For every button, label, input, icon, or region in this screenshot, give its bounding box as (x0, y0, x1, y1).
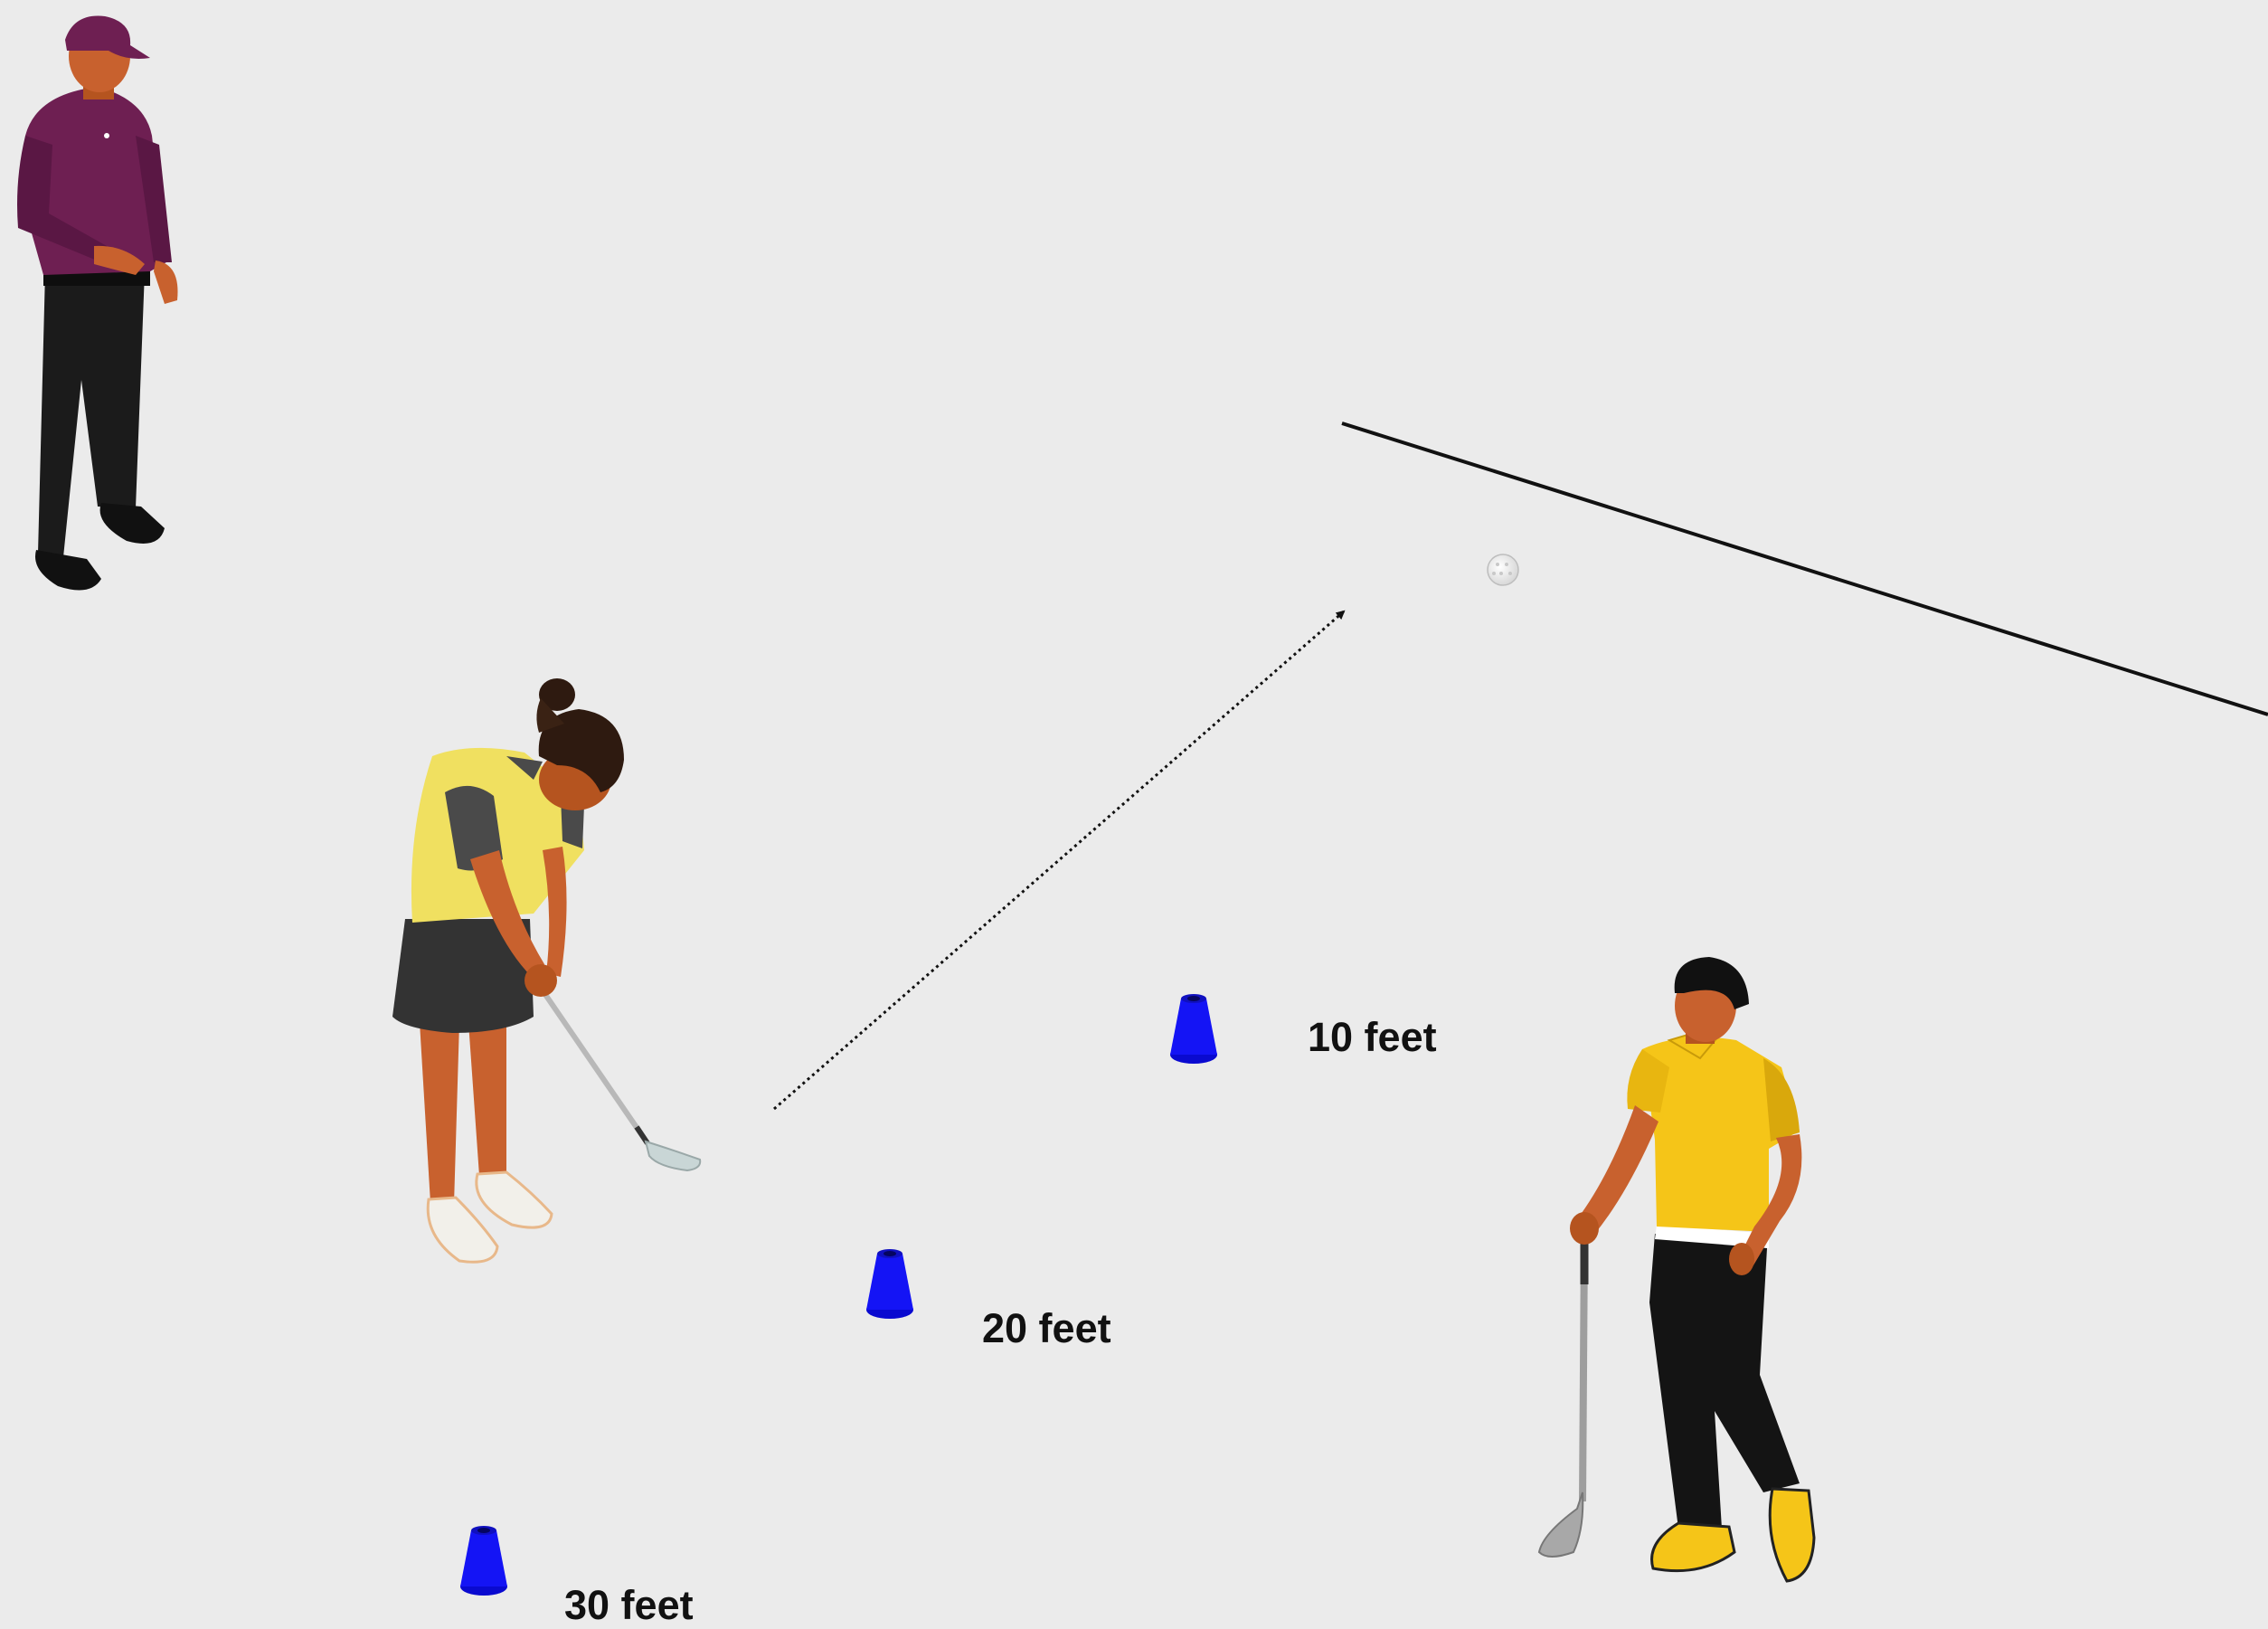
putting-golfer-icon (392, 678, 700, 1262)
distance-label-30-feet: 30 feet (564, 1585, 694, 1625)
boundary-line (1342, 423, 2268, 715)
coach-figure-icon (17, 16, 178, 591)
putt-path-arrow (774, 611, 1344, 1109)
cone-icon (866, 1249, 913, 1319)
distance-label-20-feet: 20 feet (982, 1308, 1111, 1349)
cone-icon (1170, 994, 1217, 1064)
golf-ball-icon (1488, 554, 1518, 585)
cone-icon (460, 1526, 507, 1596)
waiting-golfer-icon (1539, 957, 1814, 1581)
distance-label-10-feet: 10 feet (1308, 1017, 1437, 1057)
